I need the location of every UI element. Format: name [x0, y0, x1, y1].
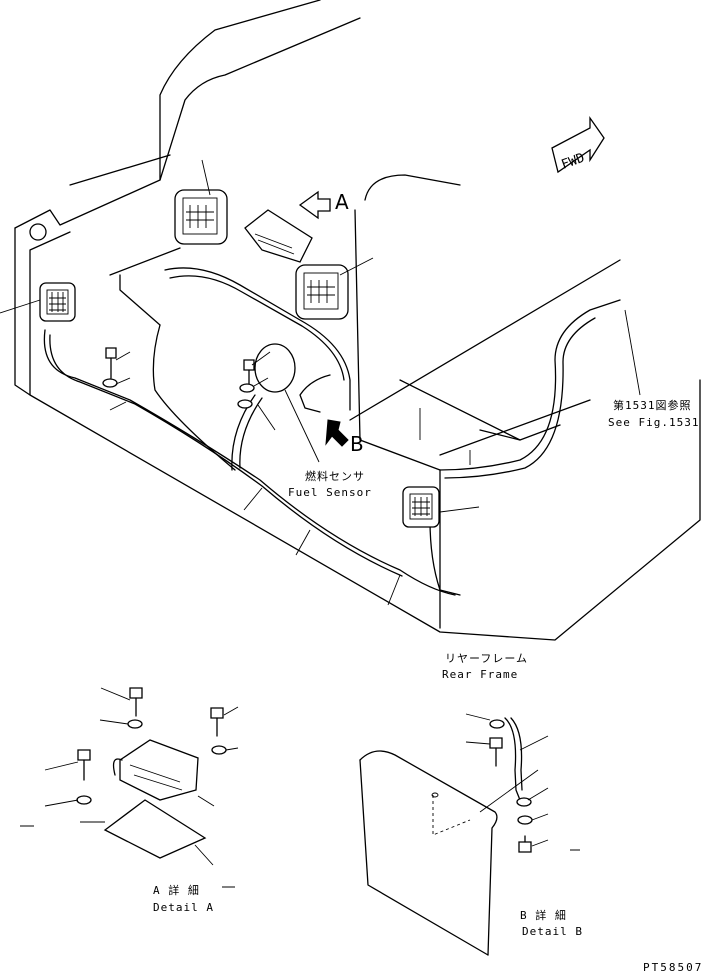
wiring-harness [43, 267, 621, 596]
detail-b-drawing [359, 713, 580, 956]
rear-frame-outline [14, 0, 701, 641]
detail-b-en: Detail B [522, 925, 583, 938]
detail-a-drawing [20, 687, 239, 888]
view-a-label: A [335, 190, 349, 214]
view-b-label: B [350, 432, 364, 456]
rear-frame-en: Rear Frame [442, 668, 519, 681]
detail-a-en: Detail A [153, 901, 214, 914]
fuel-sensor-jp: 燃料センサ [305, 470, 365, 483]
leader-lines [0, 159, 641, 606]
lamp-rear-left [39, 282, 76, 322]
fig-ref-en: See Fig.1531 [608, 416, 700, 429]
fig-ref-jp: 第1531図参照 [613, 399, 692, 412]
bolts-main [102, 347, 255, 409]
fuel-sensor-plate [254, 343, 296, 393]
drawing-number: PT58507 [643, 961, 704, 974]
view-arrow-b-icon [325, 419, 349, 447]
rear-frame-jp: リヤーフレーム [445, 652, 529, 665]
view-arrow-a-icon [298, 190, 331, 220]
detail-a-jp: A 詳 細 [153, 884, 200, 897]
detail-b-jp: B 詳 細 [520, 909, 567, 922]
fwd-arrow-icon [551, 115, 605, 174]
fuel-sensor-en: Fuel Sensor [288, 486, 372, 499]
lamp-upper-left [174, 189, 228, 245]
lamp-upper-right [295, 264, 349, 320]
lamp-rear-right [402, 486, 440, 528]
controller-box [244, 209, 313, 263]
